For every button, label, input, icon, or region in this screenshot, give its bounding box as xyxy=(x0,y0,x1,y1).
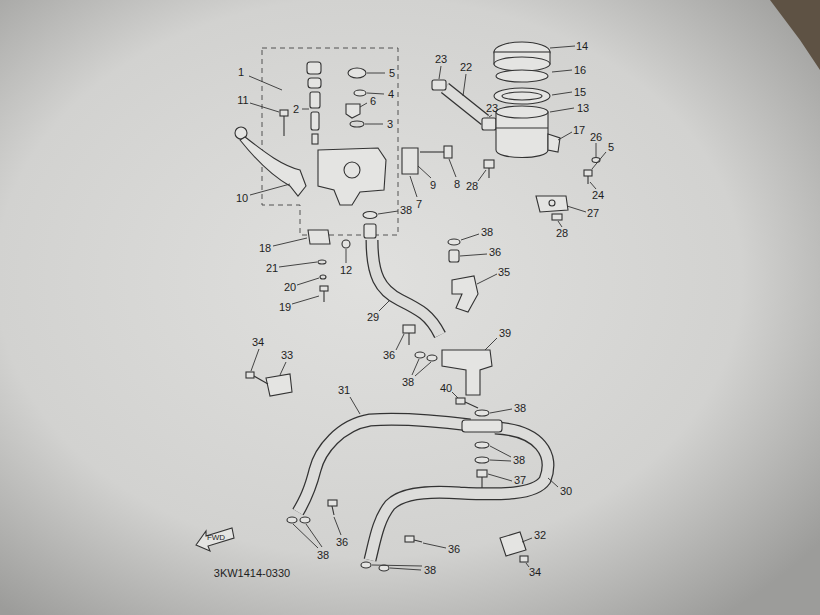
callout-number: 9 xyxy=(430,179,436,191)
callout-number: 8 xyxy=(454,178,460,190)
callout-number: 12 xyxy=(340,264,352,276)
callout-number: 33 xyxy=(281,349,293,361)
callout-number: 17 xyxy=(573,124,585,136)
callout-number: 3 xyxy=(387,118,393,130)
callout-number: 28 xyxy=(466,180,478,192)
callout-number: 38 xyxy=(402,376,414,388)
callout-number: 29 xyxy=(367,311,379,323)
callout-number: 11 xyxy=(237,94,248,106)
callout-number: 36 xyxy=(383,349,395,361)
callout-number: 24 xyxy=(592,189,604,201)
callout-number: 18 xyxy=(259,242,271,254)
callout-number: 14 xyxy=(576,40,588,52)
callout-number: 30 xyxy=(560,485,572,497)
callout-number: 16 xyxy=(574,64,586,76)
callout-number: 13 xyxy=(577,102,589,114)
callout-number: 20 xyxy=(284,281,296,293)
callout-number: 5 xyxy=(389,67,395,79)
callout-number: 10 xyxy=(236,192,248,204)
callout-number: 27 xyxy=(587,207,599,219)
callout-number: 7 xyxy=(416,198,422,210)
callout-number: 23 xyxy=(486,102,498,114)
callout-number: 1 xyxy=(238,66,244,78)
callout-number: 38 xyxy=(317,549,329,561)
callout-number: 5 xyxy=(608,141,614,153)
callout-number: 34 xyxy=(252,336,264,348)
callout-number: 21 xyxy=(266,262,278,274)
callout-number: 38 xyxy=(514,402,526,414)
drawing-number: 3KW1414-0330 xyxy=(214,567,290,579)
callout-number: 35 xyxy=(498,266,510,278)
callout-number: 39 xyxy=(499,327,511,339)
callout-number: 38 xyxy=(513,454,525,466)
callout-number: 15 xyxy=(574,86,586,98)
callout-number: 22 xyxy=(460,61,472,73)
callout-number: 34 xyxy=(529,566,541,578)
callout-number: 19 xyxy=(279,301,291,313)
callout-number: 36 xyxy=(448,543,460,555)
callout-number: 31 xyxy=(338,384,350,396)
direction-label: FWD xyxy=(207,532,225,544)
callout-number: 38 xyxy=(481,226,493,238)
callout-number: 28 xyxy=(556,227,568,239)
callout-number: 38 xyxy=(400,204,412,216)
callout-number: 38 xyxy=(424,564,436,576)
callout-number: 37 xyxy=(514,474,526,486)
callout-number: 23 xyxy=(435,53,447,65)
callout-number: 6 xyxy=(370,95,376,107)
callout-number: 2 xyxy=(293,103,299,115)
callout-number: 32 xyxy=(534,529,546,541)
callout-number: 36 xyxy=(489,246,501,258)
callout-number: 26 xyxy=(590,131,602,143)
callout-number: 4 xyxy=(388,88,394,100)
callout-number: 36 xyxy=(336,536,348,548)
callout-number: 40 xyxy=(440,382,452,394)
